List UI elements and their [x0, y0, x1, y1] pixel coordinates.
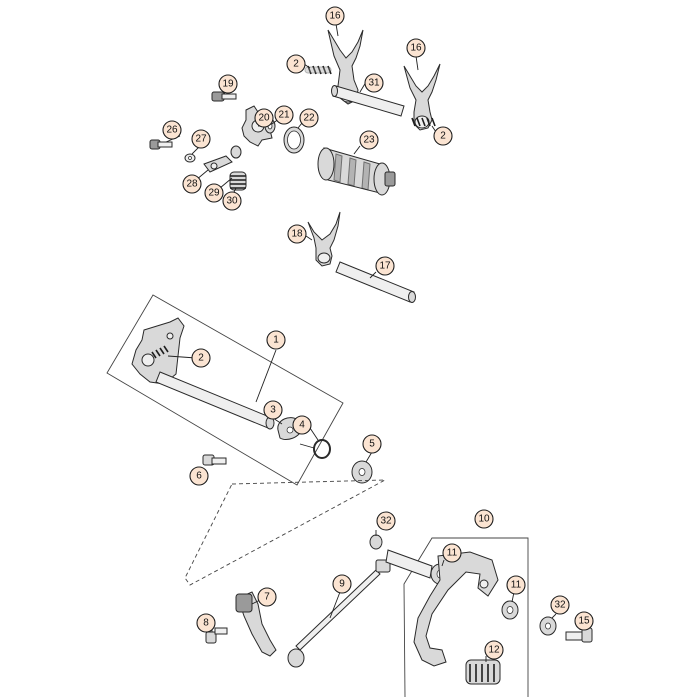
detent-lever-28	[203, 155, 233, 173]
callout-label: 2	[440, 131, 446, 142]
callout-3: 3	[263, 400, 283, 420]
callout-15: 15	[574, 611, 594, 631]
callout-7: 7	[257, 587, 277, 607]
callout-32b: 32	[550, 595, 570, 615]
washer-32-upper	[369, 534, 383, 550]
callout-label: 23	[363, 135, 375, 146]
callout-4: 4	[292, 415, 312, 435]
callout-17: 17	[375, 256, 395, 276]
group-frame-10	[403, 537, 529, 698]
bolt-15	[565, 627, 593, 643]
callout-label: 15	[578, 616, 590, 627]
spring-2-top	[304, 65, 332, 75]
callout-label: 32	[380, 516, 392, 527]
spring-2-shaft	[151, 345, 169, 359]
callout-label: 12	[488, 645, 500, 656]
callout-label: 17	[379, 261, 391, 272]
callout-label: 32	[554, 600, 566, 611]
callout-label: 9	[339, 579, 345, 590]
bolt-19	[211, 91, 237, 102]
callout-1: 1	[266, 330, 286, 350]
leader-lines	[165, 23, 583, 662]
shift-fork-18	[307, 211, 341, 267]
callout-16a: 16	[325, 6, 345, 26]
callout-label: 10	[478, 514, 490, 525]
callout-label: 18	[291, 229, 303, 240]
shift-fork-16-right	[403, 63, 441, 131]
callout-16b: 16	[406, 38, 426, 58]
spring-2-right	[411, 117, 436, 127]
washer-29	[230, 145, 242, 159]
callout-label: 28	[186, 179, 198, 190]
shift-rail-31	[331, 85, 405, 117]
callout-label: 2	[293, 59, 299, 70]
shift-rod-9	[287, 559, 391, 668]
callout-9: 9	[332, 574, 352, 594]
callout-5: 5	[362, 434, 382, 454]
callout-30: 30	[222, 191, 242, 211]
callout-label: 11	[511, 580, 522, 591]
callout-11a: 11	[442, 543, 462, 563]
callout-2b: 2	[433, 126, 453, 146]
callout-22: 22	[299, 108, 319, 128]
callout-label: 7	[264, 592, 270, 603]
callout-label: 20	[258, 113, 270, 124]
callout-label: 19	[222, 79, 234, 90]
callout-label: 27	[195, 134, 207, 145]
shift-lever-7	[235, 591, 277, 657]
callout-label: 11	[447, 548, 458, 559]
callout-6: 6	[189, 466, 209, 486]
callout-label: 22	[303, 113, 315, 124]
callout-label: 26	[166, 125, 178, 136]
callout-28: 28	[182, 174, 202, 194]
callout-2c: 2	[191, 348, 211, 368]
bearing-11-lower	[501, 600, 519, 620]
spring-30	[229, 171, 247, 191]
callout-21: 21	[274, 105, 294, 125]
group-frame-1	[106, 294, 344, 486]
callout-label: 6	[196, 471, 202, 482]
callout-29: 29	[204, 183, 224, 203]
bolt-8	[205, 627, 228, 644]
callout-11b: 11	[506, 575, 526, 595]
callout-label: 30	[226, 196, 238, 207]
shift-rail-17	[335, 261, 416, 303]
callout-27: 27	[191, 129, 211, 149]
callout-label: 4	[299, 420, 305, 431]
callout-18: 18	[287, 224, 307, 244]
callout-label: 1	[273, 335, 279, 346]
callout-26: 26	[162, 120, 182, 140]
washer-27	[184, 153, 196, 163]
callout-20: 20	[254, 108, 274, 128]
callout-label: 5	[369, 439, 375, 450]
callout-12: 12	[484, 640, 504, 660]
washer-5	[351, 460, 373, 484]
callout-label: 29	[208, 188, 220, 199]
callout-label: 16	[329, 11, 341, 22]
pedal-rubber-12	[465, 659, 501, 685]
dashed-linkage-outline	[184, 479, 386, 586]
callout-label: 2	[198, 353, 204, 364]
callout-31: 31	[364, 73, 384, 93]
callout-19: 19	[218, 74, 238, 94]
shift-pedal-10	[413, 551, 499, 667]
callout-10: 10	[474, 509, 494, 529]
shift-shaft-1	[131, 317, 275, 430]
callout-label: 21	[278, 110, 290, 121]
washer-32-lower	[539, 616, 557, 636]
callout-label: 3	[270, 405, 276, 416]
bolt-26	[149, 139, 173, 150]
ring-22	[283, 126, 305, 154]
callout-label: 16	[410, 43, 422, 54]
shift-drum-23	[317, 147, 396, 196]
return-spring-4	[299, 439, 331, 459]
bolt-6	[202, 454, 227, 466]
callout-label: 31	[368, 78, 380, 89]
callout-label: 8	[203, 618, 209, 629]
callout-23: 23	[359, 130, 379, 150]
callout-32a: 32	[376, 511, 396, 531]
callout-2a: 2	[286, 54, 306, 74]
callout-8: 8	[196, 613, 216, 633]
